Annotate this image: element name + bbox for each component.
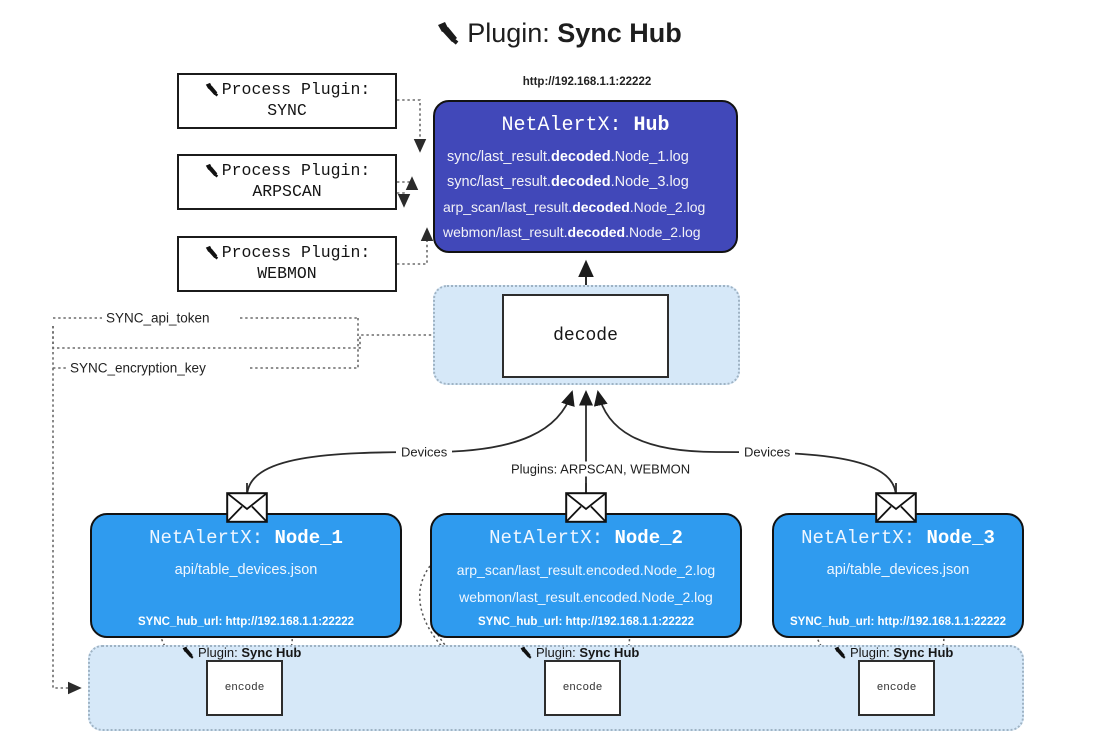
encode-box[interactable]: encode	[544, 660, 621, 716]
plug-icon	[519, 646, 534, 662]
node-line: api/table_devices.json	[826, 562, 970, 578]
plug-icon	[204, 245, 221, 265]
hub-title-prefix: NetAlertX:	[501, 114, 634, 137]
edge-label-devices-right: Devices	[739, 444, 796, 460]
node-line-list: arp_scan/last_result.encoded.Node_2.log …	[432, 557, 740, 611]
hub-url-label: http://192.168.1.1:22222	[522, 76, 652, 88]
node-box-node-2[interactable]: NetAlertX: Node_2 arp_scan/last_result.e…	[430, 513, 742, 638]
node-footer: SYNC_hub_url: http://192.168.1.1:22222	[137, 616, 355, 628]
envelope-icon	[875, 492, 917, 523]
envelope-icon	[226, 492, 268, 523]
hub-log-line: sync/last_result.decoded.Node_1.log	[447, 149, 689, 165]
process-plugin-arpscan[interactable]: Process Plugin: ARPSCAN	[177, 154, 397, 210]
process-plugin-name: SYNC	[267, 100, 307, 120]
process-plugin-name: WEBMON	[257, 263, 317, 283]
node-title: NetAlertX: Node_2	[489, 527, 683, 549]
decode-box[interactable]: decode	[502, 294, 669, 378]
hub-title: NetAlertX: Hub	[435, 114, 736, 137]
hub-title-name: Hub	[633, 114, 670, 137]
node-footer: SYNC_hub_url: http://192.168.1.1:22222	[477, 616, 695, 628]
encode-box[interactable]: encode	[206, 660, 283, 716]
node-footer: SYNC_hub_url: http://192.168.1.1:22222	[789, 616, 1007, 628]
sync-api-token-label: SYNC_api_token	[102, 310, 214, 326]
hub-node[interactable]: NetAlertX: Hub sync/last_result.decoded.…	[433, 100, 738, 253]
hub-log-line: arp_scan/last_result.decoded.Node_2.log	[443, 199, 706, 215]
node-box-node-1[interactable]: NetAlertX: Node_1 api/table_devices.json…	[90, 513, 402, 638]
process-plugin-sync[interactable]: Process Plugin: SYNC	[177, 73, 397, 129]
node-title: NetAlertX: Node_1	[149, 527, 343, 549]
node-line: api/table_devices.json	[174, 562, 318, 578]
envelope-icon	[565, 492, 607, 523]
process-plugin-name: ARPSCAN	[252, 181, 322, 201]
sync-encryption-key-label: SYNC_encryption_key	[66, 360, 210, 376]
node-line: webmon/last_result.encoded.Node_2.log	[459, 589, 713, 605]
hub-log-line: webmon/last_result.decoded.Node_2.log	[443, 224, 701, 240]
node-line-list: api/table_devices.json	[92, 557, 400, 584]
edge-label-devices-left: Devices	[396, 444, 453, 460]
process-plugin-label: Process Plugin:	[221, 161, 371, 180]
plug-icon	[435, 21, 463, 52]
plug-icon	[833, 646, 848, 662]
plug-icon	[204, 163, 221, 183]
process-plugin-label: Process Plugin:	[221, 80, 371, 99]
process-plugin-label: Process Plugin:	[221, 243, 371, 262]
plug-icon	[181, 646, 196, 662]
node-title: NetAlertX: Node_3	[801, 527, 995, 549]
hub-log-line: sync/last_result.decoded.Node_3.log	[447, 174, 689, 190]
node-box-node-3[interactable]: NetAlertX: Node_3 api/table_devices.json…	[772, 513, 1024, 638]
edge-label-plugins: Plugins: ARPSCAN, WEBMON	[506, 461, 696, 477]
encode-box[interactable]: encode	[858, 660, 935, 716]
node-line-list: api/table_devices.json	[774, 557, 1022, 584]
page-title: Plugin: Sync Hub	[0, 18, 1117, 52]
plug-icon	[204, 82, 221, 102]
title-name: Sync Hub	[557, 18, 682, 48]
node-line: arp_scan/last_result.encoded.Node_2.log	[456, 562, 716, 578]
title-prefix: Plugin:	[467, 18, 558, 48]
hub-log-list: sync/last_result.decoded.Node_1.log sync…	[435, 145, 736, 245]
process-plugin-webmon[interactable]: Process Plugin: WEBMON	[177, 236, 397, 292]
